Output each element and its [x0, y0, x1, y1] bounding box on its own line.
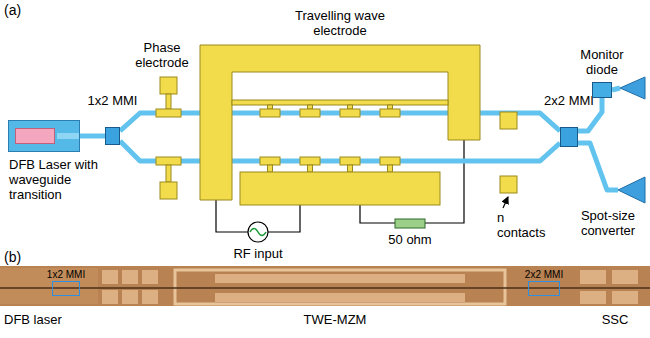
- part-label: Travelling wave electrode: [284, 8, 396, 38]
- n-contact-pad: [500, 176, 517, 193]
- mmi-marker: 2x2 MMI: [528, 281, 560, 296]
- part-label: 1x2 MMI: [88, 93, 138, 108]
- rf-source-symbol: [250, 229, 266, 236]
- spot-size-converter: [618, 77, 645, 203]
- phase-electrode: [156, 77, 181, 199]
- chip-photo: [580, 291, 606, 304]
- output-waveguide: [612, 88, 620, 90]
- travelling-wave-electrode: [308, 165, 313, 172]
- travelling-wave-electrode: [388, 165, 393, 172]
- waveguide: [80, 134, 105, 139]
- section-label: TWE-MZM: [304, 312, 367, 327]
- travelling-wave-electrode: [240, 172, 440, 205]
- travelling-wave-electrode: [340, 109, 360, 117]
- travelling-wave-electrode: [260, 109, 280, 117]
- part-label: Spot-size converter: [572, 208, 644, 238]
- output-waveguide: [578, 143, 618, 190]
- phase-electrode: [156, 109, 181, 117]
- mmi-marker: 1x2 MMI: [52, 281, 80, 296]
- chip-photo: [215, 293, 465, 302]
- spot-size-converter: [620, 77, 645, 99]
- leader-arrow: [503, 197, 508, 208]
- phase-electrode: [156, 157, 181, 165]
- leader-arrow: [503, 197, 508, 208]
- phase-electrode: [166, 94, 171, 109]
- laser-section: [15, 128, 55, 144]
- travelling-wave-electrode: [308, 105, 313, 109]
- travelling-wave-electrode: [340, 157, 360, 165]
- mmi-coupler: 1x2 MMI: [105, 127, 120, 145]
- phase-electrode: [160, 182, 177, 199]
- part-label: 2x2 MMI: [525, 269, 563, 281]
- phase-electrode: [160, 77, 177, 94]
- chip-photo: [0, 268, 98, 304]
- chip-photo: [175, 270, 505, 304]
- part-label: Monitor diode: [572, 47, 632, 77]
- travelling-wave-electrode: [380, 109, 400, 117]
- circuit-wire: [216, 140, 464, 232]
- part-label: Phase electrode: [126, 40, 198, 70]
- panel-label: (b): [4, 249, 21, 265]
- part-label: DFB Laser with waveguide transition: [9, 157, 109, 202]
- travelling-wave-electrode: [300, 157, 320, 165]
- chip-photo: [0, 266, 650, 306]
- travelling-wave-electrode: [200, 45, 480, 205]
- spot-size-converter: [618, 177, 645, 203]
- chip-photo: [580, 270, 606, 284]
- resistor-symbol: [395, 219, 425, 228]
- circuit-wire: [268, 205, 300, 232]
- resistor-symbol: [395, 219, 425, 228]
- travelling-wave-electrode: [348, 165, 353, 172]
- panel-label: (a): [4, 2, 21, 18]
- travelling-wave-electrode: [268, 105, 273, 109]
- rf-source-symbol: [248, 222, 268, 242]
- waveguide-transition: [57, 133, 79, 139]
- travelling-wave-electrode: [260, 157, 280, 165]
- component-label: 50 ohm: [388, 232, 431, 247]
- chip-photo: [122, 270, 138, 284]
- travelling-wave-electrode: [300, 109, 320, 117]
- chip-photo: [612, 270, 638, 284]
- phase-electrode: [166, 165, 171, 182]
- chip-photo: [0, 287, 650, 289]
- part-label: 1x2 MMI: [47, 269, 85, 281]
- chip-photo: [102, 290, 118, 304]
- n-contact-pad: [500, 112, 517, 193]
- chip-photo: [142, 270, 158, 284]
- rf-source-symbol: [248, 222, 268, 242]
- n-contact-pad: [500, 112, 517, 129]
- part-label: n contacts: [497, 210, 552, 240]
- circuit-wire: [360, 205, 395, 223]
- chip-photo: [102, 270, 638, 304]
- travelling-wave-electrode: [268, 165, 273, 172]
- chip-photo: [122, 290, 138, 304]
- laser-box: DFB Laser with waveguide transition: [8, 120, 80, 152]
- chip-photo: [142, 290, 158, 304]
- section-label: DFB laser: [4, 312, 62, 327]
- travelling-wave-electrode: [348, 105, 353, 109]
- travelling-wave-electrode: [232, 100, 448, 105]
- chip-photo: [0, 266, 650, 306]
- part-label: 2x2 MMI: [544, 93, 594, 108]
- mmi-coupler: 2x2 MMI: [560, 127, 578, 147]
- travelling-wave-electrode: [380, 157, 400, 165]
- signal-label: RF input: [233, 246, 282, 261]
- chip-photo: [215, 274, 465, 283]
- chip-photo: [102, 270, 118, 284]
- travelling-wave-electrode: [388, 105, 393, 109]
- monitor-diode: Monitor diode: [592, 82, 612, 98]
- chip-photo: [612, 291, 638, 304]
- section-label: SSC: [602, 312, 629, 327]
